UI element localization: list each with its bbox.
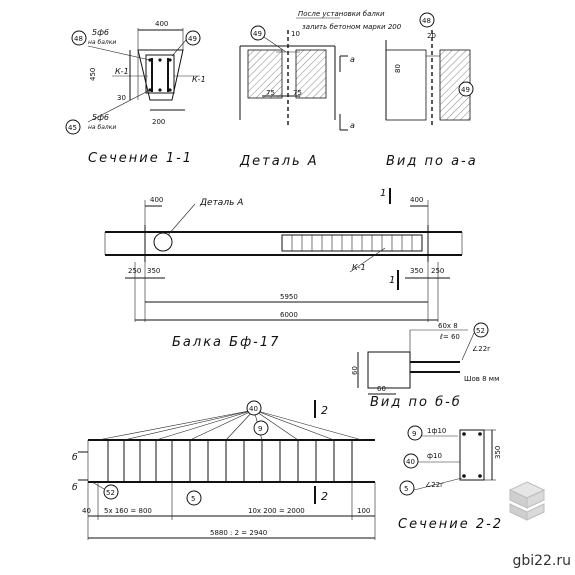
cage-section-mark-bottom: 2 — [321, 490, 328, 503]
cage-mark-9: 9 — [258, 425, 262, 433]
s11-mark-48: 48 — [74, 35, 83, 43]
cage-side-mark-bottom: б — [72, 483, 78, 493]
s22-bar-40: ф10 — [427, 452, 442, 460]
section-2-2-title: Сечение 2-2 — [398, 517, 503, 532]
s11-dim-small: 30 — [117, 94, 126, 102]
view-aa-mark-48: 48 — [422, 17, 431, 25]
s11-rebar-bottom: 5ф6 — [92, 113, 109, 122]
view-a-a-title: Вид по а-а — [386, 154, 478, 169]
cage-mark-52: 52 — [106, 489, 115, 497]
section-2-2: 350 9 1ф10 40 ф10 5 ∠22г Сечение 2-2 — [398, 425, 503, 532]
view-b-b: 60х 8 ℓ= 60 52 ∠22г Шов 8 мм 60 60 Вид п… — [351, 322, 499, 410]
beam-dim-left-a: 250 — [128, 267, 141, 275]
s11-dim-top: 400 — [155, 20, 168, 28]
beam-dim-right-b: 250 — [431, 267, 444, 275]
beam-dim-total: 6000 — [280, 311, 298, 319]
detail-a-section-mark-top: а — [350, 55, 355, 64]
s11-mark-49: 49 — [188, 35, 197, 43]
beam-dim-left-top: 400 — [150, 196, 163, 204]
detail-a-dim-75b: 75 — [293, 89, 302, 97]
cage-dim-total: 5880 : 2 = 2940 — [210, 529, 267, 537]
section-1-1-title: Сечение 1-1 — [88, 151, 193, 166]
detail-a-note-1: После установки балки — [298, 10, 385, 18]
beam-detail-callout: Деталь А — [199, 198, 243, 208]
view-aa-dim-left: 80 — [394, 64, 402, 73]
beam-dim-right-top: 400 — [410, 196, 423, 204]
cage-dim-left-end: 40 — [82, 507, 91, 515]
view-bb-plate: 60х 8 — [438, 322, 458, 330]
cage-side-mark-top: б — [72, 453, 78, 463]
view-a-a: 20 80 48 49 Вид по а-а — [385, 12, 478, 169]
view-bb-dim-v: 60 — [351, 366, 359, 375]
cage-mark-40: 40 — [249, 405, 258, 413]
s11-k-left: К-1 — [115, 67, 129, 76]
cage-dim-right-end: 100 — [357, 507, 370, 515]
beam-dim-left-b: 350 — [147, 267, 160, 275]
s22-dim-h: 350 — [494, 446, 502, 459]
view-bb-mark-52: 52 — [476, 327, 485, 335]
cage-section-mark-top: 2 — [321, 404, 328, 417]
detail-a-mark-49: 49 — [253, 30, 262, 38]
cage-mark-5: 5 — [191, 495, 195, 503]
site-watermark[interactable]: gbi22.ru — [512, 553, 571, 569]
s11-mark-45: 45 — [68, 124, 77, 132]
detail-a-dim-75a: 75 — [266, 89, 275, 97]
cage-dim-second: 10х 200 = 2000 — [248, 507, 305, 515]
beam-title: Балка Бф-17 — [172, 335, 280, 350]
section-1-1: 400 450 200 30 К-1 К-1 5ф6 на балки 5ф6 … — [65, 20, 206, 166]
view-b-b-title: Вид по б-б — [370, 395, 462, 410]
view-aa-mark-49: 49 — [461, 86, 470, 94]
cage-elevation: 40 9 5 52 2 2 б б 40 5х 160 = 800 10х 20… — [72, 400, 376, 540]
detail-a-dim-small: 10 — [291, 30, 300, 38]
beam-marker-k: К-1 — [352, 263, 366, 272]
beam-dim-inner: 5950 — [280, 293, 298, 301]
s22-mark-40: 40 — [406, 458, 415, 466]
beam-section-mark-bottom: 1 — [389, 275, 395, 286]
s11-rebar-top: 5ф6 — [92, 28, 109, 37]
beam-section-mark-top: 1 — [380, 188, 386, 199]
view-bb-angle: ∠22г — [472, 345, 491, 353]
cage-dim-first: 5х 160 = 800 — [104, 507, 152, 515]
beam-stirrups — [291, 235, 413, 251]
detail-a-title: Деталь А — [239, 154, 319, 169]
s22-mark-5: 5 — [404, 485, 408, 493]
view-bb-plate-len: ℓ= 60 — [439, 333, 460, 341]
beam-bf17: Деталь А 1 1 К-1 400 400 250 350 350 250… — [104, 188, 463, 350]
view-bb-weld: Шов 8 мм — [464, 375, 499, 383]
view-aa-dim-top: 20 — [427, 32, 436, 40]
s11-rebar-bottom-note: на балки — [88, 124, 116, 131]
s11-rebar-top-note: на балки — [88, 39, 116, 46]
cage-stirrups — [107, 440, 353, 482]
detail-a-note-2: залить бетоном марки 200 — [302, 23, 402, 31]
s11-k-right: К-1 — [192, 75, 206, 84]
site-logo-icon — [508, 481, 546, 521]
detail-a-section-mark-bottom: а — [350, 121, 355, 130]
beam-dim-right-a: 350 — [410, 267, 423, 275]
s22-bar-9: 1ф10 — [427, 427, 446, 435]
s22-mark-9: 9 — [412, 430, 416, 438]
s11-dim-height: 450 — [89, 68, 97, 81]
view-bb-dim-h: 60 — [377, 385, 386, 393]
detail-a: 75 75 10 49 После установки балки залить… — [239, 10, 402, 169]
s11-dim-bottom: 200 — [152, 118, 165, 126]
cage-leaders — [97, 409, 363, 441]
